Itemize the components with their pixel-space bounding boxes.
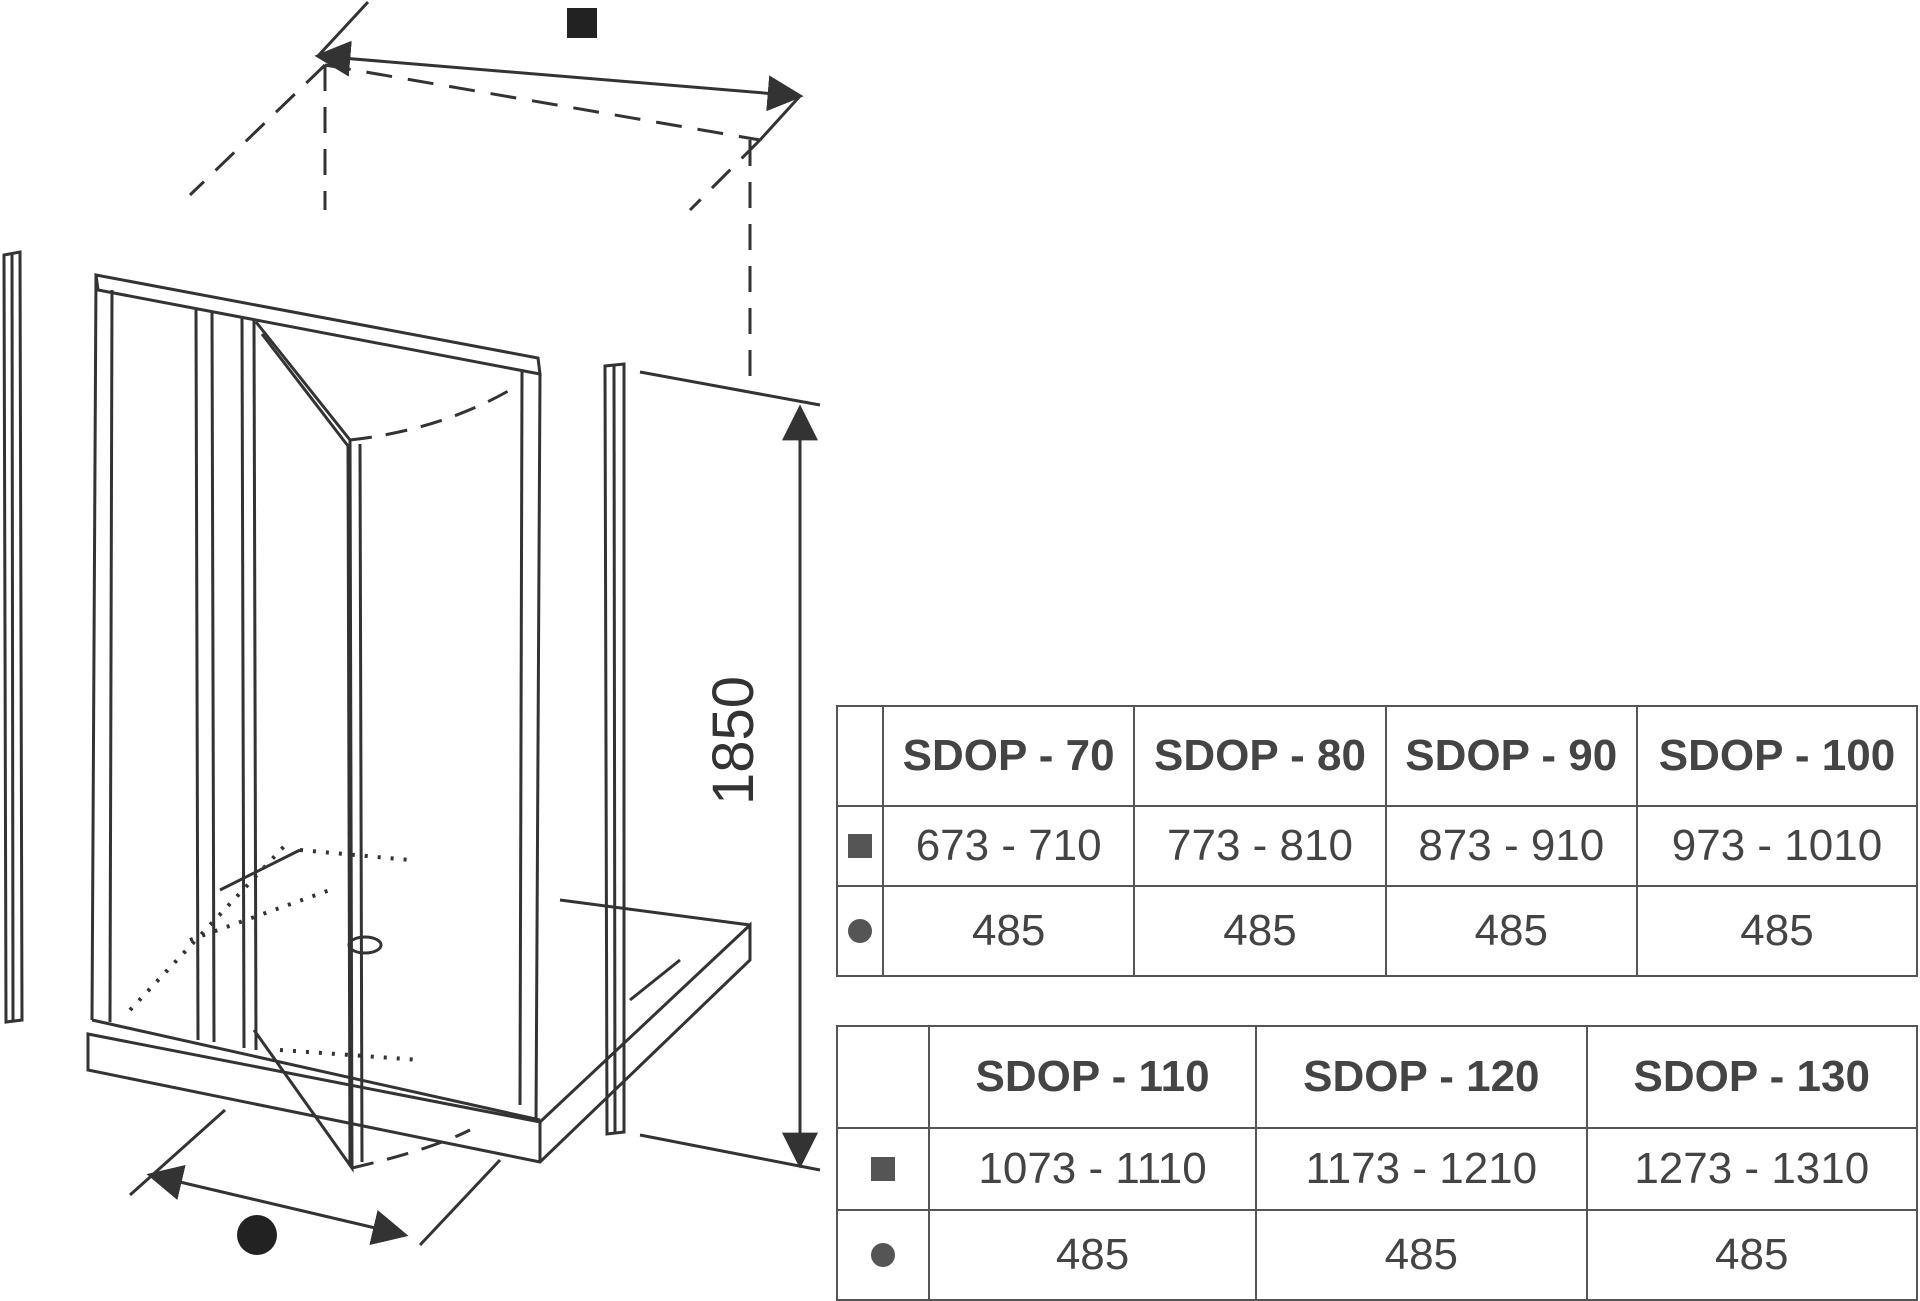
width-square-icon [567, 8, 597, 38]
width-range-cell: 673 - 710 [881, 805, 1136, 887]
circle-icon [871, 1243, 895, 1267]
size-table-1: SDOP - 70 SDOP - 80 SDOP - 90 SDOP - 100… [836, 705, 1919, 977]
width-range-cell: 1073 - 1110 [927, 1127, 1258, 1211]
folding-door-panel [252, 321, 511, 1173]
corner-cell [836, 705, 884, 807]
depth-circle-icon [237, 1215, 277, 1255]
corner-cell [836, 1025, 930, 1129]
square-icon [848, 834, 872, 858]
right-wall-profile [603, 362, 626, 1136]
width-range-cell: 773 - 810 [1133, 805, 1387, 887]
width-range-cell: 873 - 910 [1384, 805, 1638, 887]
model-header: SDOP - 120 [1255, 1025, 1588, 1129]
width-range-cell: 1273 - 1310 [1585, 1127, 1919, 1211]
model-header: SDOP - 90 [1384, 705, 1638, 807]
shower-tray [86, 838, 752, 1164]
entry-width-cell: 485 [1585, 1209, 1919, 1301]
entry-width-cell: 485 [1255, 1209, 1588, 1301]
square-icon [871, 1157, 895, 1181]
dashed-wall-outline [188, 63, 762, 380]
entry-width-cell: 485 [1635, 885, 1919, 977]
model-header: SDOP - 70 [881, 705, 1136, 807]
model-header: SDOP - 110 [927, 1025, 1258, 1129]
square-symbol-cell [836, 805, 884, 887]
bottom-width-dimension [128, 1108, 502, 1247]
door-frame [90, 273, 542, 1123]
circle-icon [848, 919, 872, 943]
size-table-2: SDOP - 110 SDOP - 120 SDOP - 130 1073 - … [836, 1025, 1919, 1301]
entry-width-cell: 485 [1384, 885, 1638, 977]
circle-symbol-cell [836, 1209, 930, 1301]
entry-width-cell: 485 [927, 1209, 1258, 1301]
width-range-cell: 973 - 1010 [1635, 805, 1919, 887]
entry-width-cell: 485 [1133, 885, 1387, 977]
left-wall-profile [2, 250, 24, 1024]
model-header: SDOP - 100 [1635, 705, 1919, 807]
width-range-cell: 1173 - 1210 [1255, 1127, 1588, 1211]
entry-width-cell: 485 [881, 885, 1136, 977]
model-header: SDOP - 80 [1133, 705, 1387, 807]
height-dimension [639, 370, 821, 1172]
square-symbol-cell [836, 1127, 930, 1211]
top-width-dimension [314, 0, 804, 142]
model-header: SDOP - 130 [1585, 1025, 1919, 1129]
circle-symbol-cell [836, 885, 884, 977]
height-dimension-label: 1850 [701, 675, 766, 805]
